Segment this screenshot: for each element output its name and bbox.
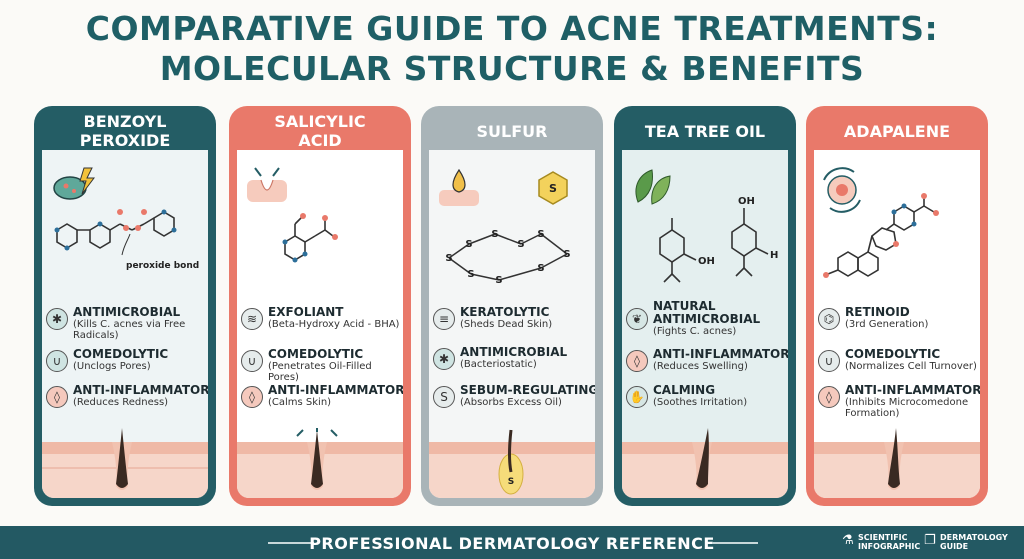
benefit-item: ❦ NATURAL ANTIMICROBIAL (Fights C. acnes… — [626, 300, 786, 340]
svg-text:S: S — [465, 239, 472, 250]
benefit-item: ◊ ANTI-INFLAMMATORY (Calms Skin) — [241, 384, 403, 424]
benefit-item: ◊ ANTI-INFLAMMATORY (Reduces Redness) — [46, 384, 208, 424]
skin-cross-section — [622, 428, 788, 498]
benefit-item: ◊ ANTI-INFLAMMATORY (Reduces Swelling) — [626, 348, 788, 388]
virus-icon: ✱ — [433, 348, 455, 370]
benefit-item: ≋ EXFOLIANT (Beta-Hydroxy Acid - BHA) — [241, 306, 401, 346]
molecule-icon: ⌬ — [818, 308, 840, 330]
brand-scientific-infographic: SCIENTIFIC INFOGRAPHIC — [858, 533, 921, 551]
book-icon: ❐ — [924, 533, 936, 548]
benefit-item: ✱ ANTIMICROBIAL (Kills C. acnes via Free… — [46, 306, 206, 346]
virus-icon: ✱ — [46, 308, 68, 330]
sulfur-ring-structure: S S S S S S S S S S — [439, 168, 571, 286]
benefit-item: S SEBUM-REGULATING (Absorbs Excess Oil) — [433, 384, 595, 424]
oil-drop-icon — [439, 168, 479, 206]
svg-text:S: S — [445, 253, 452, 264]
card-title: SULFUR — [476, 121, 548, 141]
svg-text:S: S — [537, 229, 544, 240]
svg-text:S: S — [508, 477, 514, 487]
leaf-icon: ❦ — [626, 308, 648, 330]
benefit-item: ≡ KERATOLYTIC (Sheds Dead Skin) — [433, 306, 593, 346]
pore-icon: ∪ — [46, 350, 68, 372]
card-title: TEA TREE OIL — [644, 121, 766, 141]
card-sulfur: SULFUR S S S S — [421, 106, 603, 506]
oil-drop-icon: S — [433, 386, 455, 408]
benefit-item: ✱ ANTIMICROBIAL (Bacteriostatic) — [433, 346, 593, 386]
card-tea-tree-oil: TEA TREE OIL OH OH H — [614, 106, 796, 506]
drop-icon: ◊ — [241, 386, 263, 408]
card-title: ADAPALENE — [843, 121, 951, 141]
sulfur-atom-icon: S — [538, 171, 568, 205]
svg-text:S: S — [537, 263, 544, 274]
skin-cross-section — [814, 428, 980, 498]
peroxide-bond-label: peroxide bond — [126, 261, 199, 271]
pore-icon — [247, 167, 287, 202]
hand-icon: ✋ — [626, 386, 648, 408]
bacteria-icon — [53, 167, 95, 200]
card-salicylic-acid: SALICYLIC ACID ≋ EXFOLIANT (Beta — [229, 106, 411, 506]
svg-text:S: S — [517, 239, 524, 250]
cell-turnover-icon — [823, 167, 861, 213]
benefit-item: ✋ CALMING (Soothes Irritation) — [626, 384, 786, 424]
skin-cross-section: S — [429, 429, 595, 498]
svg-text:S: S — [467, 269, 474, 280]
leaf-icon — [635, 169, 671, 205]
drop-icon: ◊ — [818, 386, 840, 408]
page-title-line-1: COMPARATIVE GUIDE TO ACNE TREATMENTS: — [85, 9, 939, 48]
benefit-item: ◊ ANTI-INFLAMMATORY (Inhibits Microcomed… — [818, 384, 980, 424]
skin-cross-section — [237, 428, 403, 498]
tea-tree-oil-structure: OH OH H — [635, 169, 778, 283]
skin-cross-section — [42, 428, 208, 498]
flask-icon: ⚗ — [842, 533, 854, 548]
footer-bar: PROFESSIONAL DERMATOLOGY REFERENCE ⚗ SCI… — [0, 526, 1024, 559]
adapalene-structure — [823, 167, 939, 278]
footer-divider-right — [712, 542, 758, 544]
svg-text:S: S — [563, 249, 570, 260]
benefit-item: ∪ COMEDOLYTIC (Normalizes Cell Turnover) — [818, 348, 978, 388]
exfoliate-icon: ≋ — [241, 308, 263, 330]
footer-title: PROFESSIONAL DERMATOLOGY REFERENCE — [309, 534, 715, 553]
svg-text:OH: OH — [738, 196, 755, 207]
svg-text:S: S — [495, 275, 502, 286]
benefit-item: ∪ COMEDOLYTIC (Unclogs Pores) — [46, 348, 206, 388]
benefit-item: ⌬ RETINOID (3rd Generation) — [818, 306, 978, 346]
pore-icon: ∪ — [818, 350, 840, 372]
svg-text:S: S — [491, 229, 498, 240]
card-benzoyl-peroxide: BENZOYL PEROXIDE peroxide bond — [34, 106, 216, 506]
brand-dermatology-guide: DERMATOLOGY GUIDE — [940, 533, 1008, 551]
footer-divider-left — [268, 542, 314, 544]
drop-icon: ◊ — [626, 350, 648, 372]
layers-icon: ≡ — [433, 308, 455, 330]
card-adapalene: ADAPALENE — [806, 106, 988, 506]
svg-text:H: H — [770, 250, 778, 261]
svg-text:S: S — [549, 182, 557, 195]
benzoyl-peroxide-structure: peroxide bond — [53, 167, 199, 271]
card-title: BENZOYL PEROXIDE — [79, 112, 171, 150]
page-title-line-2: MOLECULAR STRUCTURE & BENEFITS — [159, 49, 865, 88]
drop-icon: ◊ — [46, 386, 68, 408]
pore-icon: ∪ — [241, 350, 263, 372]
svg-text:OH: OH — [698, 256, 715, 267]
salicylic-acid-structure — [247, 167, 338, 263]
card-title: SALICYLIC ACID — [274, 112, 366, 150]
benefit-item: ∪ COMEDOLYTIC (Penetrates Oil-Filled Por… — [241, 348, 401, 388]
